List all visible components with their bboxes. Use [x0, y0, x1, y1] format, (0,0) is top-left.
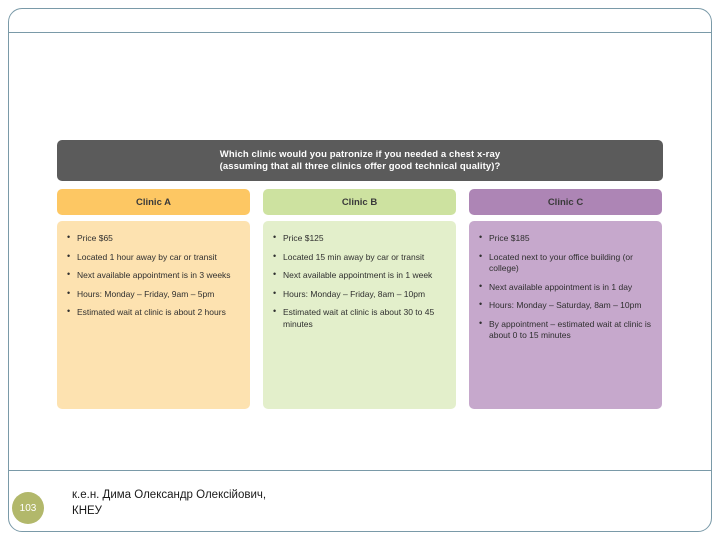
list-item: Price $185	[477, 232, 652, 245]
clinic-a-bullets: Price $65 Located 1 hour away by car or …	[65, 232, 240, 319]
slide-top-divider	[8, 32, 712, 33]
clinic-a-body: Price $65 Located 1 hour away by car or …	[57, 221, 250, 409]
clinic-c-bullets: Price $185 Located next to your office b…	[477, 232, 652, 342]
list-item: Next available appointment is in 1 day	[477, 281, 652, 294]
clinic-c-body: Price $185 Located next to your office b…	[469, 221, 662, 409]
list-item: Next available appointment is in 3 weeks	[65, 269, 240, 282]
footer-line-1: к.е.н. Дима Олександр Олексійович,	[72, 489, 267, 501]
list-item: Located 15 min away by car or transit	[271, 251, 446, 264]
list-item: Located 1 hour away by car or transit	[65, 251, 240, 264]
list-item: Hours: Monday – Saturday, 8am – 10pm	[477, 299, 652, 312]
list-item: Next available appointment is in 1 week	[271, 269, 446, 282]
question-line-1: Which clinic would you patronize if you …	[219, 148, 501, 160]
page-number-badge: 103	[12, 492, 44, 524]
list-item: Located next to your office building (or…	[477, 251, 652, 275]
clinic-column-b: Clinic B Price $125 Located 15 min away …	[263, 189, 456, 409]
list-item: By appointment – estimated wait at clini…	[477, 318, 652, 342]
footer-author: к.е.н. Дима Олександр Олексійович, КНЕУ	[72, 487, 472, 519]
footer-line-2: КНЕУ	[72, 505, 102, 517]
list-item: Hours: Monday – Friday, 8am – 10pm	[271, 288, 446, 301]
question-banner: Which clinic would you patronize if you …	[57, 140, 663, 181]
clinic-b-bullets: Price $125 Located 15 min away by car or…	[271, 232, 446, 330]
clinic-column-a: Clinic A Price $65 Located 1 hour away b…	[57, 189, 250, 409]
list-item: Price $65	[65, 232, 240, 245]
clinic-b-title: Clinic B	[263, 189, 456, 215]
clinic-column-c: Clinic C Price $185 Located next to your…	[469, 189, 662, 409]
clinic-comparison-graphic: Which clinic would you patronize if you …	[57, 140, 663, 418]
list-item: Price $125	[271, 232, 446, 245]
slide-bottom-divider	[8, 470, 712, 471]
clinic-columns: Clinic A Price $65 Located 1 hour away b…	[57, 189, 663, 409]
list-item: Hours: Monday – Friday, 9am – 5pm	[65, 288, 240, 301]
clinic-a-title: Clinic A	[57, 189, 250, 215]
list-item: Estimated wait at clinic is about 30 to …	[271, 306, 446, 330]
clinic-b-body: Price $125 Located 15 min away by car or…	[263, 221, 456, 409]
list-item: Estimated wait at clinic is about 2 hour…	[65, 306, 240, 319]
question-line-2: (assuming that all three clinics offer g…	[219, 160, 501, 172]
clinic-c-title: Clinic C	[469, 189, 662, 215]
